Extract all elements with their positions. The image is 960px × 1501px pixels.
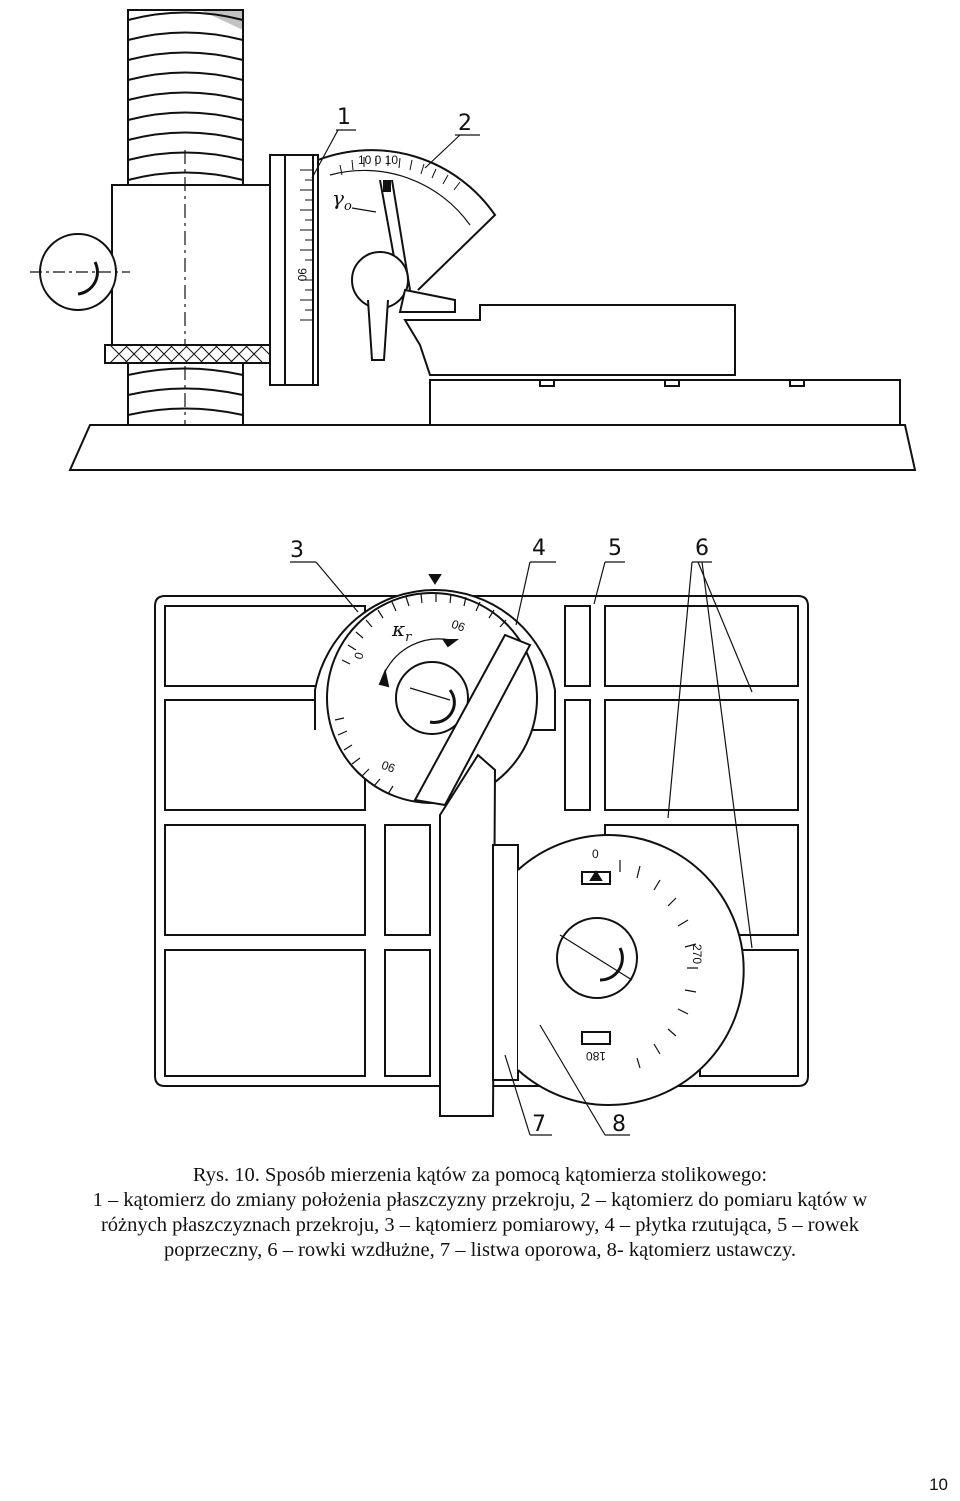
caption-line-2: 1 – kątomierz do zmiany położenia płaszc…	[92, 1189, 868, 1211]
setting-dial-0: 0	[592, 847, 599, 861]
caption-line-3: różnych płaszczyznach przekroju, 3 – kąt…	[100, 1214, 860, 1236]
gamma-symbol: γ	[332, 186, 344, 210]
callout-2: 2	[458, 111, 472, 136]
upper-protractor-label: 10 0 10	[358, 153, 398, 167]
side-elevation: 90 10 0 10 γo	[30, 9, 917, 471]
carriage-block	[111, 184, 273, 346]
clamp-knob	[30, 233, 130, 311]
callout-1: 1	[337, 105, 351, 130]
dial-90-bottom: 90	[379, 758, 397, 776]
side-scale-label: 90	[295, 268, 309, 282]
measuring-protractor: 90 0 90 κr	[314, 574, 556, 807]
kappa-symbol: κ	[391, 617, 405, 641]
gamma-subscript: o	[344, 199, 352, 214]
plan-view: 90 0 90 κr 0 270 180	[154, 536, 809, 1137]
setting-protractor: 0 270 180	[517, 834, 745, 1106]
callout-6: 6	[695, 536, 709, 561]
dial-0: 0	[351, 650, 366, 660]
locking-nut	[104, 344, 276, 364]
upper-protractor: 10 0 10 γo	[317, 149, 497, 361]
vertical-scale: 90	[269, 154, 319, 386]
caption-line-1: Rys. 10. Sposób mierzenia kątów za pomoc…	[192, 1164, 768, 1186]
dial-90-top: 90	[449, 617, 467, 635]
technical-drawing: 90 10 0 10 γo	[30, 9, 917, 1137]
kappa-subscript: r	[405, 630, 412, 645]
svg-text:κr: κr	[391, 617, 412, 645]
callout-5: 5	[608, 536, 622, 561]
callout-4: 4	[532, 536, 546, 561]
caption-line-4: poprzeczny, 6 – rowki wzdłużne, 7 – list…	[163, 1239, 797, 1261]
svg-text:γo: γo	[332, 186, 352, 214]
callout-8: 8	[612, 1112, 626, 1137]
setting-dial-180: 180	[586, 1049, 606, 1063]
tool-holder	[403, 304, 901, 426]
figure-caption: Rys. 10. Sposób mierzenia kątów za pomoc…	[0, 1163, 960, 1263]
callout-3: 3	[290, 538, 304, 563]
page-number: 10	[929, 1475, 948, 1494]
table-outline	[154, 595, 809, 1087]
base-plate	[68, 424, 917, 471]
setting-dial-270: 270	[690, 944, 704, 964]
callout-leaders	[290, 561, 753, 1136]
callout-7: 7	[532, 1112, 546, 1137]
stop-bar	[439, 753, 497, 1117]
